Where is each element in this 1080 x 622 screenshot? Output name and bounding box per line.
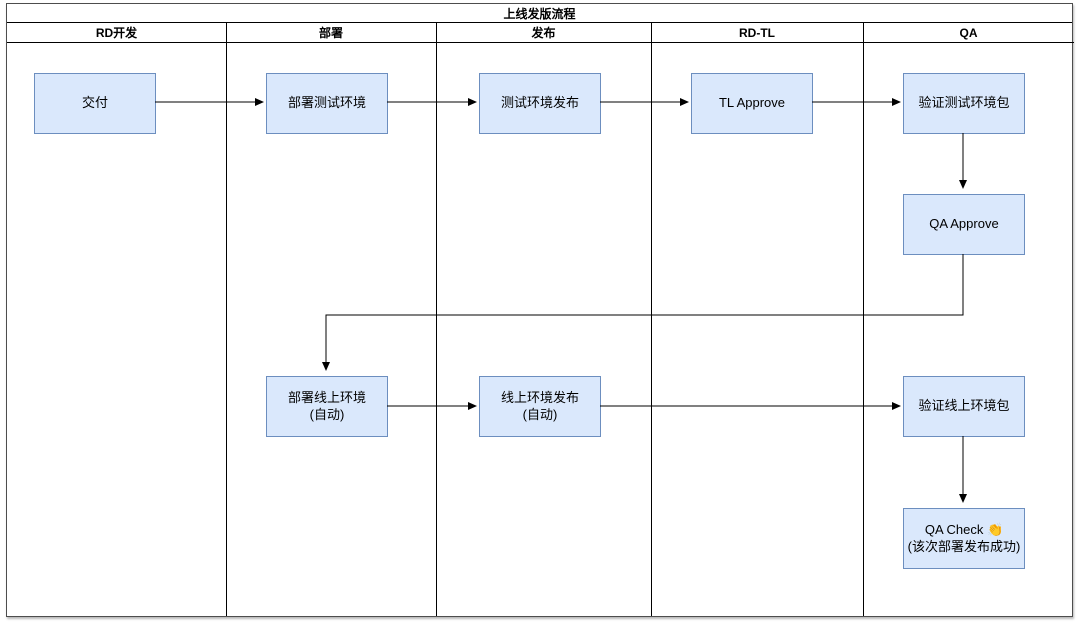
node-prod-env-release: 线上环境发布 (自动) xyxy=(479,376,601,437)
lane-divider xyxy=(863,23,864,616)
node-deploy-test-env: 部署测试环境 xyxy=(266,73,388,134)
lane-header-release: 发布 xyxy=(436,23,651,43)
lane-divider xyxy=(651,23,652,616)
diagram-title: 上线发版流程 xyxy=(7,4,1072,23)
lane-header-rd-dev: RD开发 xyxy=(7,23,226,43)
node-deliver: 交付 xyxy=(34,73,156,134)
node-verify-prod-env-package: 验证线上环境包 xyxy=(903,376,1025,437)
lane-divider xyxy=(226,23,227,616)
node-tl-approve: TL Approve xyxy=(691,73,813,134)
lane-header-rd-tl: RD-TL xyxy=(651,23,863,43)
lane-header-deploy: 部署 xyxy=(226,23,436,43)
node-qa-check: QA Check 👏 (该次部署发布成功) xyxy=(903,508,1025,569)
lane-divider xyxy=(436,23,437,616)
node-qa-approve: QA Approve xyxy=(903,194,1025,255)
lane-header-qa: QA xyxy=(863,23,1074,43)
swimlane-frame: 上线发版流程 RD开发 部署 发布 RD-TL QA 交付 部署测试环境 测试环… xyxy=(6,3,1074,617)
node-verify-test-env-package: 验证测试环境包 xyxy=(903,73,1025,134)
node-test-env-release: 测试环境发布 xyxy=(479,73,601,134)
node-deploy-prod-env: 部署线上环境 (自动) xyxy=(266,376,388,437)
